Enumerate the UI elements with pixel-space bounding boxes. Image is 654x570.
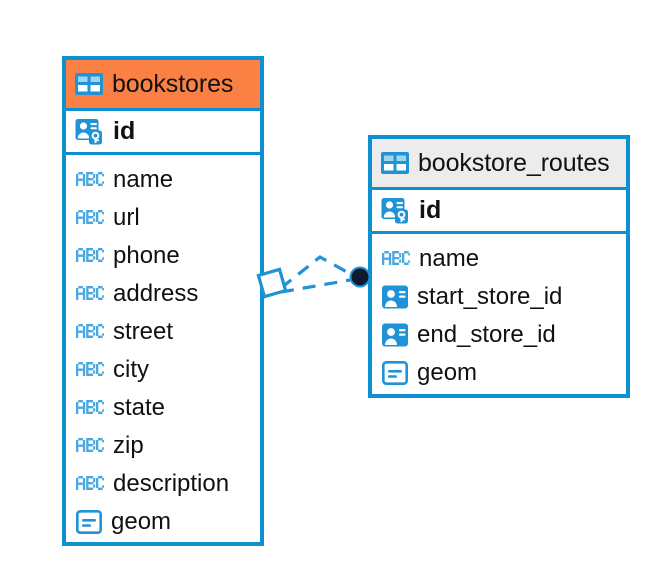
field-label-city: city [113,356,149,383]
field-label-bookstores-id: id [113,117,136,145]
entity-bookstore-routes-header[interactable]: bookstore_routes [372,139,626,187]
text-type-icon [76,210,104,226]
field-row-routes-id[interactable]: id [372,187,626,234]
text-type-icon [76,248,104,264]
geometry-type-icon [382,361,408,385]
field-row-city[interactable]: city [66,351,260,389]
field-row-name[interactable]: name [66,161,260,199]
field-label-phone: phone [113,242,180,269]
text-type-icon [76,286,104,302]
field-row-routes-geom[interactable]: geom [372,354,626,392]
text-type-icon [76,324,104,340]
text-type-icon [76,400,104,416]
field-row-description[interactable]: description [66,465,260,503]
relationship-line-upper [280,255,357,290]
foreign-key-icon [382,284,408,310]
field-row-url[interactable]: url [66,199,260,237]
relationship-line-lower [280,277,357,294]
field-row-zip[interactable]: zip [66,427,260,465]
text-type-icon [382,251,410,267]
field-row-address[interactable]: address [66,275,260,313]
entity-bookstores-header[interactable]: bookstores [66,60,260,108]
entity-bookstore-routes-field-list: name start_store_id [372,234,626,399]
entity-bookstores[interactable]: bookstores id [62,56,264,546]
field-row-routes-name[interactable]: name [372,240,626,278]
field-label-state: state [113,394,166,421]
table-icon [75,73,103,95]
field-row-phone[interactable]: phone [66,237,260,275]
text-type-icon [76,476,104,492]
field-label-name: name [113,166,174,193]
primary-key-icon [75,117,105,147]
field-row-state[interactable]: state [66,389,260,427]
entity-bookstore-routes-title: bookstore_routes [418,148,610,177]
text-type-icon [76,172,104,188]
field-label-address: address [113,280,199,307]
field-row-bookstores-id[interactable]: id [66,108,260,155]
foreign-key-icon [382,322,408,348]
field-label-street: street [113,318,174,345]
field-label-end-store-id: end_store_id [417,321,556,348]
field-label-description: description [113,470,230,497]
text-type-icon [76,362,104,378]
field-label-url: url [113,204,140,231]
field-row-start-store-id[interactable]: start_store_id [372,278,626,316]
field-row-geom[interactable]: geom [66,503,260,541]
entity-bookstores-title: bookstores [112,69,234,98]
text-type-icon [76,438,104,454]
field-row-street[interactable]: street [66,313,260,351]
field-label-routes-id: id [419,196,442,224]
field-label-geom: geom [111,508,172,535]
geometry-type-icon [76,510,102,534]
field-label-routes-name: name [419,245,480,272]
entity-bookstore-routes[interactable]: bookstore_routes id [368,135,630,398]
field-label-routes-geom: geom [417,359,478,386]
field-label-zip: zip [113,432,144,459]
entity-bookstores-field-list: name [66,155,260,548]
field-label-start-store-id: start_store_id [417,283,563,310]
primary-key-icon [381,196,411,226]
table-icon [381,152,409,174]
field-row-end-store-id[interactable]: end_store_id [372,316,626,354]
